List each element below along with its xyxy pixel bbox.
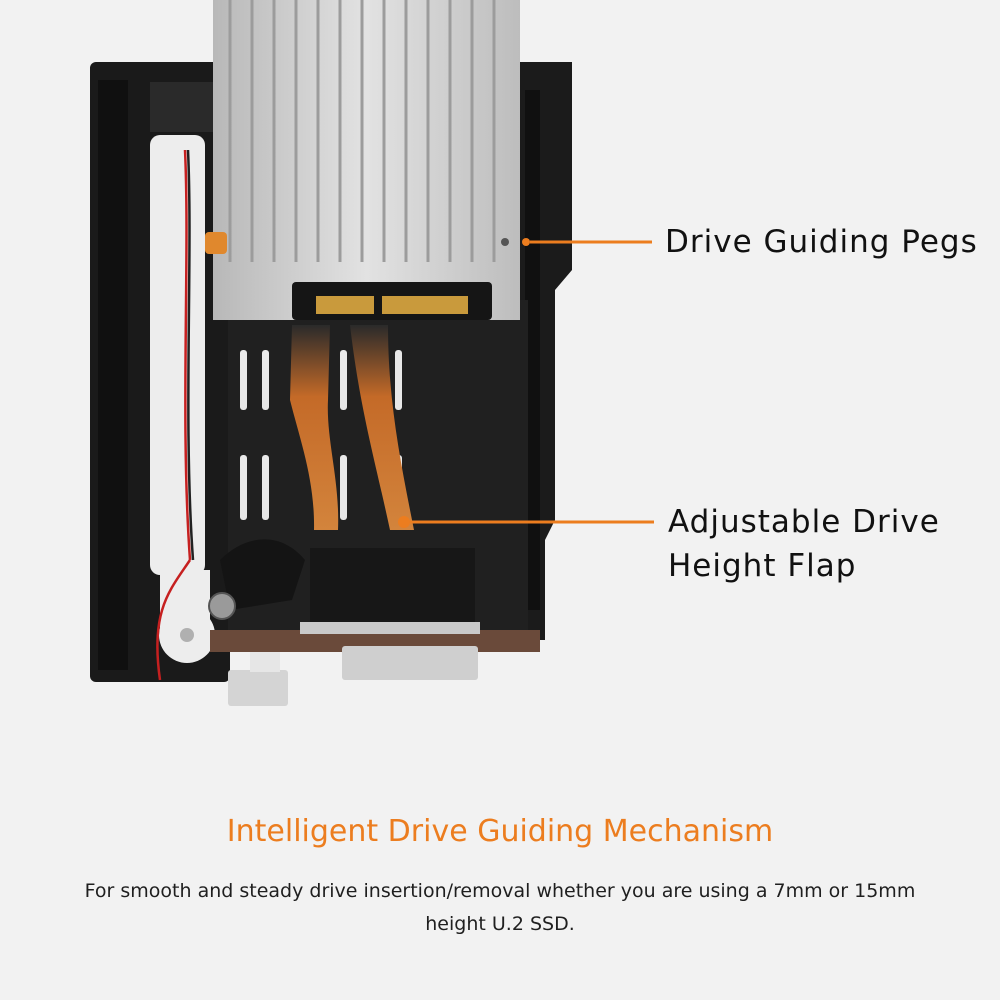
- side-guide-bar: [150, 135, 215, 681]
- flap-leader-dot: [398, 516, 410, 528]
- ssd-heatsink: [213, 0, 520, 320]
- feature-headline: Intelligent Drive Guiding Mechanism: [226, 814, 774, 849]
- right-frame-rail: [515, 62, 572, 640]
- adjustable-flap-label-line1: Adjustable Drive: [668, 504, 940, 540]
- adjustable-flap-label-line2: Height Flap: [668, 548, 857, 584]
- mount-screw: [208, 592, 236, 620]
- adjustable-flap-label: Adjustable Drive Height Flap: [668, 500, 940, 588]
- eject-lever: [220, 539, 305, 610]
- drive-tray-illustration: [90, 0, 654, 706]
- callout-leaders: [408, 240, 654, 524]
- backplane-connector: [210, 548, 540, 706]
- height-flap-ribbons: [290, 325, 414, 530]
- pegs-leader-dot: [522, 238, 530, 246]
- drive-guiding-pegs-label: Drive Guiding Pegs: [665, 224, 978, 260]
- feature-description: For smooth and steady drive insertion/re…: [84, 880, 916, 935]
- left-guiding-peg: [205, 232, 227, 254]
- ssd-connector: [292, 282, 492, 320]
